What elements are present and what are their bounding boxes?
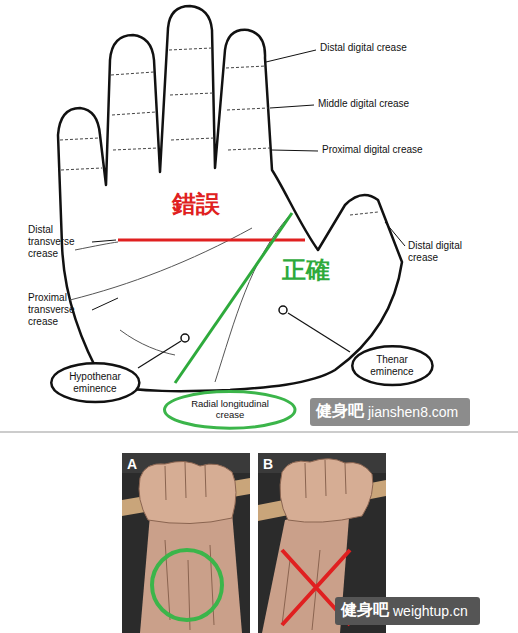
- panel-letter: A: [127, 456, 147, 473]
- oval-shape: [352, 347, 432, 386]
- watermark: weightup.cn: [393, 603, 478, 620]
- wrong-line: [118, 239, 305, 242]
- divider: [0, 431, 518, 433]
- crease-label: Distal transverse crease: [28, 224, 90, 260]
- callout-oval: Hypothenar eminence: [50, 362, 141, 403]
- callout-oval: Thenar eminence: [351, 345, 434, 386]
- watermark: 健身吧: [341, 600, 401, 619]
- watermark-patch: [310, 398, 470, 426]
- leader-line: [138, 341, 181, 368]
- callout-text: Radial longitudinal crease: [183, 399, 278, 421]
- watermark: 健身吧: [316, 401, 376, 420]
- right-line: [175, 213, 292, 383]
- verdict-text: 正確: [282, 256, 342, 285]
- oval-shape: [165, 392, 296, 429]
- panel-letter: B: [263, 456, 283, 473]
- photo-a: [122, 453, 250, 633]
- watermark: jianshen8.com: [368, 404, 468, 421]
- watermark-patch: [335, 597, 480, 625]
- callout-text: Thenar eminence: [364, 354, 420, 377]
- marker-dot: [181, 334, 189, 342]
- verdict-text: 錯誤: [172, 190, 232, 219]
- hand-outline: [58, 6, 402, 391]
- callout-oval: Radial longitudinal crease: [163, 390, 297, 430]
- crease-label: Middle digital crease: [318, 98, 448, 110]
- crease-label: Proximal digital crease: [322, 144, 462, 156]
- finger-creases: [60, 48, 378, 215]
- marker-dot: [279, 306, 287, 314]
- callout-text: Hypothenar eminence: [64, 371, 126, 394]
- crease-label: Proximal transverse crease: [28, 292, 90, 328]
- oval-shape: [51, 364, 139, 403]
- leader-lines: [92, 50, 405, 310]
- crease-label: Distal digital crease: [408, 240, 482, 264]
- crease-label: Distal digital crease: [320, 42, 450, 54]
- leader-line: [288, 313, 350, 352]
